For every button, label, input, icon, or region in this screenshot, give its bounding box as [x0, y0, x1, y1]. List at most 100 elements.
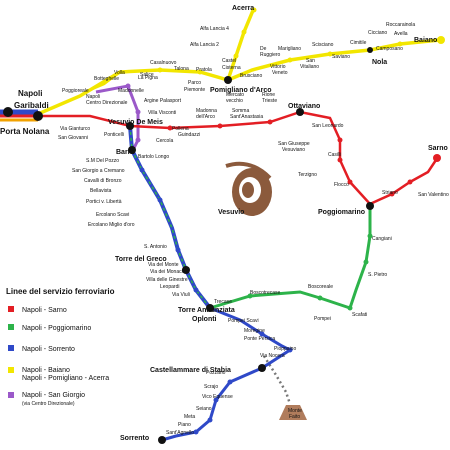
svg-text:Casalnuovo: Casalnuovo — [150, 60, 177, 66]
svg-text:Terzigno: Terzigno — [298, 172, 317, 178]
vesuvio-label: Vesuvio — [218, 209, 244, 216]
svg-text:Flocco: Flocco — [334, 182, 349, 188]
svg-text:San Giuseppe: San Giuseppe — [278, 141, 310, 147]
svg-text:Brusciano: Brusciano — [240, 73, 262, 79]
svg-text:(via Centro Direzionale): (via Centro Direzionale) — [22, 401, 75, 407]
minor-station-labels: Alfa Lancia 4 Alfa Lancia 2 Casalnuovo L… — [58, 22, 449, 436]
svg-text:Castel: Castel — [222, 58, 236, 64]
svg-text:Moregine: Moregine — [244, 328, 265, 334]
svg-text:Seiano: Seiano — [196, 406, 212, 412]
station-torre-annunziata-label: Torre Annunziata — [178, 307, 235, 314]
svg-text:S. Antonio: S. Antonio — [144, 244, 167, 250]
svg-text:Vesuviano: Vesuviano — [282, 147, 305, 153]
svg-text:San Valentino: San Valentino — [418, 192, 449, 198]
svg-text:Vico Equense: Vico Equense — [202, 394, 233, 400]
legend: Linee del servizio ferroviario Napoli - … — [6, 287, 115, 407]
svg-text:Scafati: Scafati — [352, 312, 367, 318]
svg-text:Mercato: Mercato — [226, 92, 244, 98]
legend-item-baiano: Napoli - Baiano Napoli - Pomigliano - Ac… — [8, 367, 109, 382]
svg-text:Parco: Parco — [188, 80, 201, 86]
legend-item-san-giorgio: Napoli - San Giorgio (via Centro Direzio… — [8, 392, 85, 407]
svg-text:Pioppaino: Pioppaino — [274, 346, 296, 352]
svg-text:dell'Arco: dell'Arco — [196, 114, 215, 120]
legend-title: Linee del servizio ferroviario — [6, 287, 115, 296]
svg-text:Sant'Agnello: Sant'Agnello — [166, 430, 194, 436]
svg-text:Via Gianturco: Via Gianturco — [60, 126, 90, 132]
svg-text:Volla: Volla — [114, 70, 125, 76]
svg-text:San Giorgio a Cremano: San Giorgio a Cremano — [72, 168, 125, 174]
svg-text:Camposano: Camposano — [376, 46, 403, 52]
station-sarno-label: Sarno — [428, 145, 448, 152]
svg-text:Pompei: Pompei — [314, 316, 331, 322]
station-vesuvio-de-meis-label: Vesuvio De Meis — [108, 119, 163, 126]
svg-text:Piano: Piano — [178, 422, 191, 428]
svg-text:Cimitile: Cimitile — [350, 40, 367, 46]
svg-text:Alfa Lancia 2: Alfa Lancia 2 — [190, 42, 219, 48]
svg-text:Vitaliano: Vitaliano — [300, 64, 319, 70]
svg-text:Trecase: Trecase — [214, 299, 232, 305]
vesuvio-crater — [225, 161, 272, 216]
svg-text:Ercolano Miglio d'oro: Ercolano Miglio d'oro — [88, 222, 135, 228]
svg-text:San Giovanni: San Giovanni — [58, 135, 88, 141]
svg-text:Boscoreale: Boscoreale — [308, 284, 333, 290]
svg-text:Ercolano Scavi: Ercolano Scavi — [96, 212, 129, 218]
svg-text:Napoli - San Giorgio: Napoli - San Giorgio — [22, 392, 85, 399]
legend-item-poggiomarino: Napoli - Poggiomarino — [8, 324, 91, 332]
svg-text:Cercola: Cercola — [156, 138, 173, 144]
svg-text:Pozzano: Pozzano — [206, 370, 226, 376]
svg-text:Villa Visconti: Villa Visconti — [148, 110, 176, 116]
line-poggiomarino-trunk — [129, 125, 211, 309]
svg-text:Villa delle Ginestre: Villa delle Ginestre — [146, 277, 188, 283]
svg-text:Leopardi: Leopardi — [160, 284, 179, 290]
svg-text:Via del Monte: Via del Monte — [148, 262, 179, 268]
svg-text:Cicciano: Cicciano — [368, 30, 387, 36]
legend-item-sorrento: Napoli - Sorrento — [8, 345, 75, 353]
svg-text:S. Pietro: S. Pietro — [368, 272, 387, 278]
station-napoli-label: Napoli — [18, 89, 42, 98]
station-oplonti-label: Oplonti — [192, 316, 217, 323]
svg-text:Saviano: Saviano — [332, 54, 350, 60]
funicular-dotted-line — [262, 355, 292, 405]
svg-text:San Leonardo: San Leonardo — [312, 123, 344, 129]
svg-text:Roccarainola: Roccarainola — [386, 22, 415, 28]
svg-text:Madonnelle: Madonnelle — [118, 88, 144, 94]
station-barra-label: Barra — [116, 149, 134, 156]
svg-text:Botteghelle: Botteghelle — [94, 76, 119, 82]
svg-text:vecchio: vecchio — [226, 98, 243, 104]
svg-text:S.M Del Pozzo: S.M Del Pozzo — [86, 158, 119, 164]
svg-text:Napoli - Sorrento: Napoli - Sorrento — [22, 346, 75, 353]
svg-text:Casilli: Casilli — [328, 152, 341, 158]
svg-text:Boscotrecase: Boscotrecase — [250, 290, 281, 296]
svg-text:De: De — [260, 46, 267, 52]
svg-text:Pratola: Pratola — [196, 67, 212, 73]
legend-item-sarno: Napoli - Sarno — [8, 306, 67, 314]
svg-text:Poggioreale: Poggioreale — [62, 88, 89, 94]
svg-text:Via dei Monaci: Via dei Monaci — [150, 269, 183, 275]
svg-text:Veneto: Veneto — [272, 70, 288, 76]
svg-text:Cisterna: Cisterna — [222, 65, 241, 71]
svg-text:Via Nocera: Via Nocera — [260, 353, 285, 359]
line-acerra — [226, 7, 256, 81]
svg-text:Portici v. Libertà: Portici v. Libertà — [86, 199, 122, 205]
station-nola-label: Nola — [372, 59, 387, 66]
station-acerra-label: Acerra — [232, 5, 254, 12]
station-sorrento-label: Sorrento — [120, 435, 149, 442]
line-sorrento — [161, 306, 294, 442]
station-porta-nolana-label: Porta Nolana — [0, 127, 50, 136]
svg-text:Somma: Somma — [232, 108, 249, 114]
svg-text:Sant'Anastasia: Sant'Anastasia — [230, 114, 263, 120]
svg-text:Napoli - Sarno: Napoli - Sarno — [22, 307, 67, 314]
monte-faito: Monte Faito — [279, 405, 307, 420]
station-dots — [125, 7, 413, 435]
svg-text:Pollena: Pollena — [172, 126, 189, 132]
svg-text:Napoli: Napoli — [86, 94, 100, 100]
svg-text:Talona: Talona — [174, 66, 189, 72]
station-ottaviano-label: Ottaviano — [288, 103, 320, 110]
svg-text:Pompei Scavi: Pompei Scavi — [228, 318, 259, 324]
svg-text:Napoli - Baiano: Napoli - Baiano — [22, 367, 70, 374]
svg-text:Bellavista: Bellavista — [90, 188, 112, 194]
svg-text:Madonna: Madonna — [196, 108, 217, 114]
station-poggiomarino-label: Poggiomarino — [318, 209, 365, 216]
svg-text:Scisciano: Scisciano — [312, 42, 334, 48]
svg-text:Centro Direzionale: Centro Direzionale — [86, 100, 128, 106]
